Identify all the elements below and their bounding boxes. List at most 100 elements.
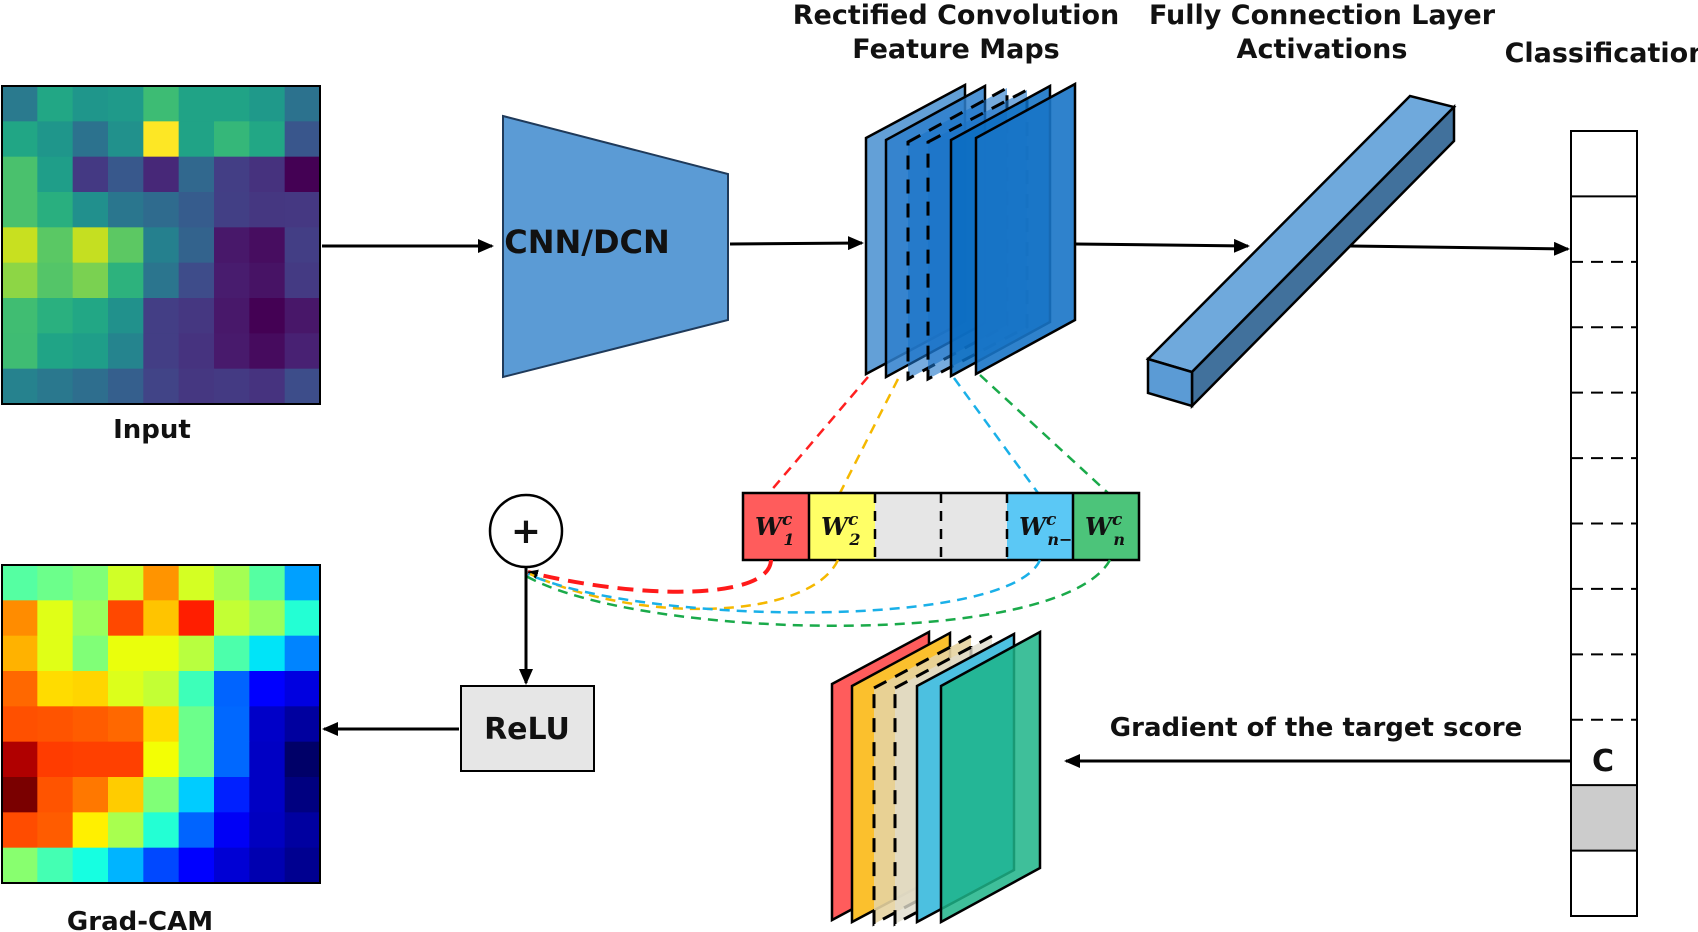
weight-curves — [525, 559, 1112, 627]
gradcam-heatmap-cell — [143, 635, 180, 672]
gradcam-heatmap-cell — [2, 741, 38, 778]
input-heatmap-cell — [72, 86, 109, 122]
weight-connectors — [768, 374, 1109, 494]
input-heatmap-cell — [72, 262, 109, 299]
gradcam-heatmap-cell — [214, 812, 250, 849]
gradcam-heatmap-cell — [214, 741, 250, 778]
input-heatmap-cell — [249, 298, 286, 334]
input-heatmap-cell — [143, 121, 180, 158]
input-heatmap-cell — [214, 121, 250, 158]
gradcam-heatmap-cell — [284, 847, 321, 884]
input-heatmap-cell — [214, 333, 250, 370]
input-heatmap-cell — [37, 227, 74, 264]
gradcam-heatmap-cell — [108, 706, 144, 743]
input-heatmap-cell — [2, 156, 38, 193]
gradcam-heatmap-cell — [2, 706, 38, 743]
gradcam-heatmap-cell — [2, 777, 38, 813]
gradcam-heatmap-cell — [37, 812, 74, 849]
input-heatmap-cell — [2, 192, 38, 228]
weight-cell — [875, 493, 941, 560]
fmaps-title-line2: Feature Maps — [852, 34, 1060, 65]
gradcam-heatmap-cell — [178, 777, 215, 813]
input-heatmap-cell — [108, 333, 144, 370]
gradcam-heatmap-cell — [214, 671, 250, 707]
gradcam-heatmap-cell — [108, 600, 144, 637]
feature-map-4 — [974, 81, 1077, 377]
input-heatmap-cell — [37, 333, 74, 370]
gradcam-heatmap-cell — [178, 847, 215, 884]
gradcam-heatmap-cell — [249, 565, 286, 601]
gradcam-heatmap-cell — [178, 812, 215, 849]
input-heatmap-cell — [143, 86, 180, 122]
curve-w1 — [527, 559, 773, 594]
input-heatmap-cell — [72, 227, 109, 264]
input-heatmap-cell — [108, 262, 144, 299]
input-heatmap-cell — [37, 121, 74, 158]
input-heatmap-cell — [284, 86, 321, 122]
arrow-fc-to-class — [1349, 241, 1570, 256]
weight-cell — [743, 493, 809, 560]
input-heatmap-cell — [249, 227, 286, 264]
input-heatmap-cell — [2, 262, 38, 299]
input-heatmap-cell — [249, 86, 286, 122]
input-heatmap-cell — [284, 227, 321, 264]
classification-column — [1570, 130, 1638, 917]
input-heatmap-cell — [214, 192, 250, 228]
connector-w1 — [768, 376, 869, 494]
gradcam-heatmap-cell — [249, 600, 286, 637]
gradient-label: Gradient of the target score — [1110, 713, 1522, 743]
input-heatmap-cell — [214, 298, 250, 334]
gradcam-heatmap-border — [1, 564, 321, 884]
gradcam-heatmap-cell — [178, 671, 215, 707]
input-heatmap-cell — [249, 192, 286, 228]
input-label: Input — [113, 415, 191, 445]
gradcam-heatmap-cell — [143, 812, 180, 849]
connector-wn — [979, 374, 1109, 494]
gradcam-heatmap-cell — [72, 600, 109, 637]
fc-title-line1: Fully Connection Layer — [1149, 0, 1496, 31]
gradcam-heatmap-cell — [108, 777, 144, 813]
gradcam-heatmap-cell — [249, 777, 286, 813]
arrow-fmaps-to-fc — [1074, 238, 1250, 253]
input-heatmap-cell — [108, 121, 144, 158]
input-heatmap-cell — [284, 298, 321, 334]
input-heatmap-cell — [2, 298, 38, 334]
input-heatmap-cell — [2, 333, 38, 370]
input-heatmap-cell — [284, 333, 321, 370]
input-heatmap-cell — [143, 227, 180, 264]
input-heatmap-cell — [214, 368, 250, 405]
gradcam-heatmap-cell — [108, 847, 144, 884]
fc-bar-top — [1145, 94, 1457, 374]
input-heatmap-cell — [284, 262, 321, 299]
input-heatmap-cell — [214, 227, 250, 264]
input-heatmap-cell — [284, 192, 321, 228]
gradcam-heatmap-cell — [178, 600, 215, 637]
gradcam-heatmap-cell — [178, 565, 215, 601]
feature-maps-stack — [864, 81, 1077, 382]
gradcam-heatmap-cell — [178, 706, 215, 743]
gradcam-heatmap-cell — [143, 600, 180, 637]
curve-wn1 — [527, 559, 1042, 614]
gradcam-heatmap-cell — [37, 635, 74, 672]
curve-w2 — [529, 559, 840, 611]
gradcam-heatmap-cell — [108, 671, 144, 707]
input-heatmap — [2, 86, 321, 405]
input-heatmap-cell — [284, 368, 321, 405]
gradcam-heatmap-cell — [72, 741, 109, 778]
weight-cell — [809, 493, 875, 560]
input-heatmap-cell — [143, 333, 180, 370]
gradcam-heatmap-cell — [178, 741, 215, 778]
gradcam-heatmap-cell — [249, 741, 286, 778]
gradcam-label: Grad-CAM — [67, 907, 213, 932]
gradcam-heatmap-cell — [37, 565, 74, 601]
input-heatmap-cell — [249, 262, 286, 299]
input-heatmap-cell — [2, 86, 38, 122]
gradcam-heatmap-cell — [143, 706, 180, 743]
input-heatmap-cell — [284, 121, 321, 158]
weight-cell — [1007, 493, 1073, 560]
gradcam-heatmap-cell — [37, 847, 74, 884]
gradcam-heatmap-cell — [284, 600, 321, 637]
